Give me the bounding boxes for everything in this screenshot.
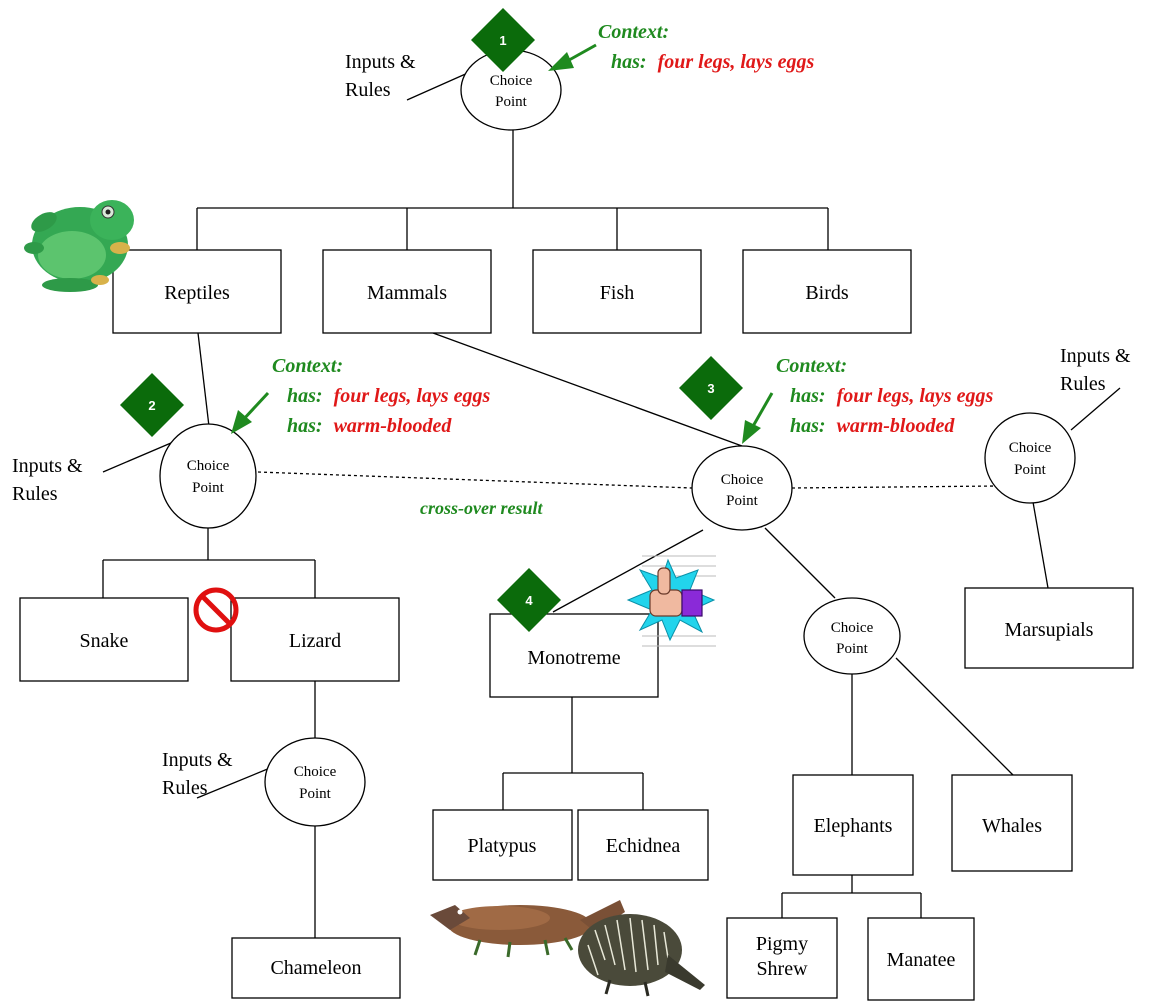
context-line: has: four legs, lays eggs [611, 51, 814, 73]
choice-point-elephants: Choice Point [803, 597, 901, 675]
choice-point-label: Choice [187, 458, 230, 474]
box-label: Elephants [814, 815, 893, 837]
context-prefix: has: [287, 415, 323, 437]
context-heading: Context: [272, 355, 343, 377]
box-elephants: Elephants [792, 774, 914, 876]
inputs-rules-label: Inputs & [345, 51, 416, 73]
box-label: Fish [600, 282, 634, 304]
box-platypus: Platypus [432, 809, 573, 881]
box-label: Birds [805, 282, 849, 304]
badge-number: 2 [148, 398, 155, 413]
inputs-rules-label: Inputs & [162, 749, 233, 771]
choice-point-mammals: Choice Point [691, 445, 793, 531]
context-mammals: Context: has: four legs, lays eggs has: … [742, 355, 993, 444]
box-monotreme: Monotreme [489, 613, 659, 698]
step-badge-1: 1 [471, 8, 535, 72]
crossover-line [257, 471, 998, 489]
choice-point-label: Point [836, 641, 869, 657]
box-label: Lizard [289, 630, 341, 652]
thumbs-up-icon [626, 555, 716, 647]
box-marsupials: Marsupials [964, 587, 1134, 669]
badge-number: 4 [525, 593, 533, 608]
context-reptiles: Context: has: four legs, lays eggs has: … [231, 355, 490, 437]
step-badge-3: 3 [679, 356, 743, 420]
choice-point-reptiles: Choice Point [159, 423, 257, 529]
inputs-rules-reptiles: Inputs & Rules [12, 455, 83, 505]
inputs-rules-label: Inputs & [1060, 345, 1131, 367]
box-mammals: Mammals [322, 249, 492, 334]
context-heading: Context: [776, 355, 847, 377]
box-label: Pigmy [756, 933, 808, 955]
choice-point-label: Point [299, 786, 332, 802]
box-label: Whales [982, 815, 1042, 837]
step-badge-4: 4 [497, 568, 561, 632]
box-label: Mammals [367, 282, 447, 304]
platypus-icon [430, 900, 625, 958]
context-fact: warm-blooded [837, 415, 956, 437]
badge-number: 3 [707, 381, 714, 396]
no-sign-icon [193, 587, 239, 633]
context-fact: four legs, lays eggs [334, 385, 491, 407]
choice-point-label: Choice [490, 73, 533, 89]
context-line: has: four legs, lays eggs [790, 385, 993, 407]
choice-point-label: Point [1014, 462, 1047, 478]
frog-icon [24, 200, 134, 292]
context-prefix: has: [611, 51, 647, 73]
box-birds: Birds [742, 249, 912, 334]
box-snake: Snake [19, 597, 189, 682]
box-chameleon: Chameleon [231, 937, 401, 999]
box-label: Snake [80, 630, 129, 652]
box-echidnea: Echidnea [577, 809, 709, 881]
choice-point-label: Choice [294, 764, 337, 780]
box-lizard: Lizard [230, 597, 400, 682]
choice-point-marsupials: Choice Point [984, 412, 1076, 504]
context-prefix: has: [790, 415, 826, 437]
context-heading: Context: [598, 21, 669, 43]
badge-number: 1 [499, 33, 506, 48]
context-line: has: four legs, lays eggs [287, 385, 490, 407]
choice-point-chameleon: Choice Point [264, 737, 366, 827]
inputs-rules-label: Inputs & [12, 455, 83, 477]
connector-lines [102, 71, 1121, 938]
box-label: Reptiles [164, 282, 230, 304]
box-reptiles: Reptiles [112, 249, 282, 334]
choice-point-label: Point [192, 480, 225, 496]
box-manatee: Manatee [867, 917, 975, 1001]
context-fact: four legs, lays eggs [658, 51, 815, 73]
box-label: Platypus [468, 835, 537, 857]
box-pigmy-shrew: Pigmy Shrew [726, 917, 838, 999]
choice-point-label: Choice [831, 620, 874, 636]
context-prefix: has: [790, 385, 826, 407]
box-label: Manatee [887, 949, 956, 971]
context-fact: four legs, lays eggs [837, 385, 994, 407]
box-label: Monotreme [527, 647, 620, 669]
box-whales: Whales [951, 774, 1073, 872]
context-prefix: has: [287, 385, 323, 407]
context-fact: warm-blooded [334, 415, 453, 437]
inputs-rules-top: Inputs & Rules [345, 51, 416, 101]
inputs-rules-chameleon: Inputs & Rules [162, 749, 233, 799]
context-top: Context: has: four legs, lays eggs [548, 21, 814, 73]
choice-point-label: Choice [721, 472, 764, 488]
box-label: Echidnea [606, 835, 681, 857]
box-label: Shrew [756, 958, 808, 980]
echidna-icon [578, 914, 705, 997]
context-line: has: warm-blooded [790, 415, 955, 437]
inputs-rules-marsupials: Inputs & Rules [1060, 345, 1131, 395]
inputs-rules-label: Rules [1060, 373, 1106, 395]
choice-point-label: Point [726, 493, 759, 509]
crossover-label: cross-over result [420, 498, 543, 518]
step-badge-2: 2 [120, 373, 184, 437]
choice-point-label: Choice [1009, 440, 1052, 456]
box-fish: Fish [532, 249, 702, 334]
inputs-rules-label: Rules [12, 483, 58, 505]
context-line: has: warm-blooded [287, 415, 452, 437]
box-label: Chameleon [270, 957, 361, 979]
choice-point-label: Point [495, 94, 528, 110]
inputs-rules-label: Rules [345, 79, 391, 101]
box-label: Marsupials [1005, 619, 1094, 641]
inputs-rules-label: Rules [162, 777, 208, 799]
